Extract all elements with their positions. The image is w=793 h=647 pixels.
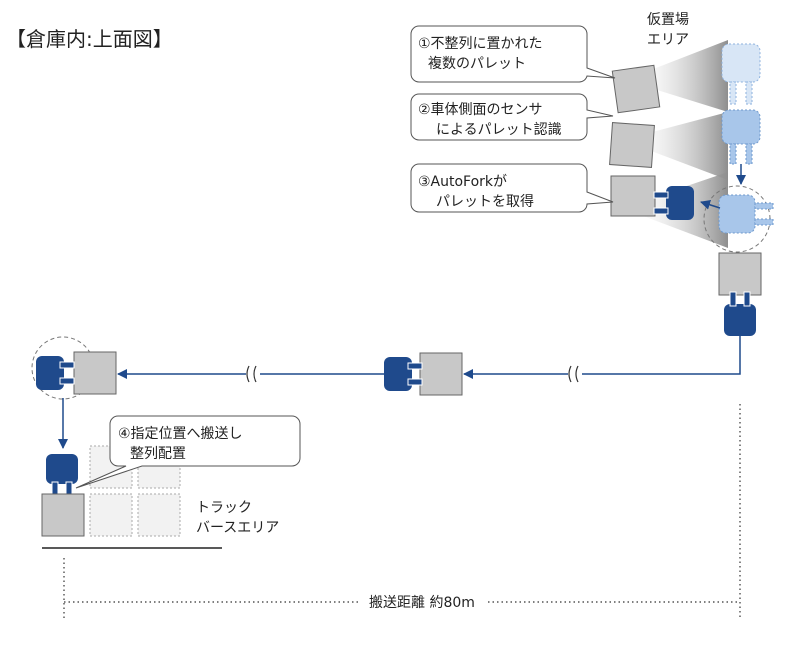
pallet-carried-vertical xyxy=(718,252,762,296)
callout-2-text-2: によるパレット認識 xyxy=(436,122,562,138)
truck-berth-label: トラック xyxy=(196,500,252,516)
sensor-beam-2 xyxy=(622,112,728,180)
callout-4-text: ④指定位置へ搬送し xyxy=(118,426,243,442)
callout-4-text-2: 整列配置 xyxy=(130,446,186,462)
callout-2-text: ②車体側面のセンサ xyxy=(418,101,543,118)
callout-1-text: ①不整列に置かれた xyxy=(418,36,543,52)
diagram-title: 【倉庫内:上面図】 xyxy=(6,27,173,51)
distance-dimension xyxy=(63,404,741,618)
forklift-ghost-1 xyxy=(721,43,761,105)
turn-arrow xyxy=(700,199,721,210)
pallet-unaligned-2 xyxy=(609,122,655,168)
pallet-carried-mid xyxy=(419,352,463,396)
pallet-left xyxy=(73,351,117,395)
forklift-left xyxy=(36,356,75,390)
pallet-placed xyxy=(41,493,85,537)
path-break-1 xyxy=(568,365,582,383)
callout-1-text-2: 複数のパレット xyxy=(428,55,526,72)
distance-label: 搬送距離 約80m xyxy=(369,594,475,611)
pallet-unaligned-3 xyxy=(610,175,656,217)
forklift-picking xyxy=(653,186,694,220)
sensor-beam-1 xyxy=(625,40,728,112)
transport-path xyxy=(463,336,741,379)
callout-4: ④指定位置へ搬送し 整列配置 xyxy=(75,415,301,489)
callout-2: ②車体側面のセンサ によるパレット認識 xyxy=(410,93,614,141)
forklift-ghost-rotating xyxy=(718,194,774,234)
forklift-mid xyxy=(384,357,423,391)
callout-3-text: ③AutoForkが xyxy=(418,174,507,190)
forklift-berth xyxy=(46,454,78,495)
forklift-ghost-2 xyxy=(721,109,761,165)
pallet-unaligned-1 xyxy=(611,64,661,114)
path-break-2 xyxy=(246,365,260,383)
truck-berth-label-2: バースエリア xyxy=(196,520,279,536)
forklift-vertical xyxy=(724,291,756,336)
callout-3-text-2: パレットを取得 xyxy=(436,193,534,210)
callout-3: ③AutoForkが パレットを取得 xyxy=(410,163,614,213)
callout-1: ①不整列に置かれた 複数のパレット xyxy=(410,25,616,83)
staging-area-label: 仮置場 xyxy=(647,12,689,28)
staging-area-label-2: エリア xyxy=(647,32,689,48)
